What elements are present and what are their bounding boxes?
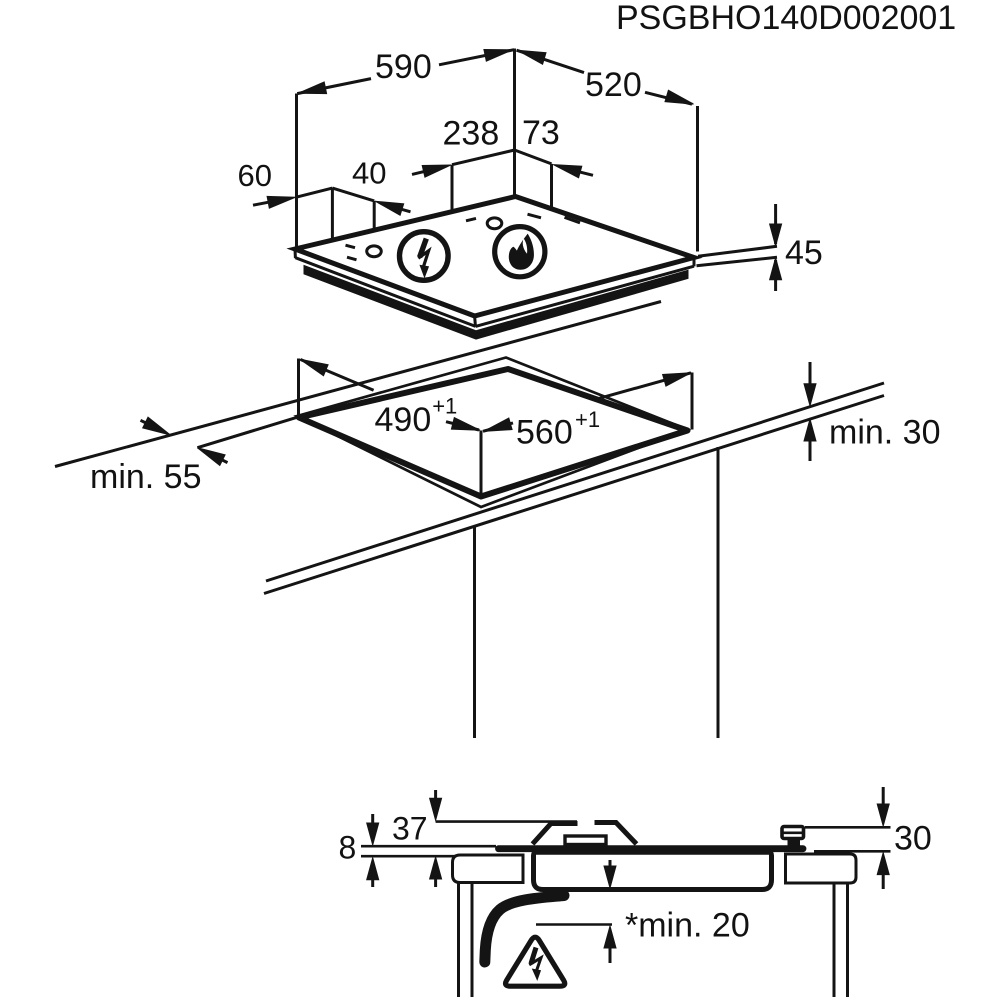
svg-text:min. 30: min. 30 bbox=[829, 414, 941, 452]
svg-text:37: 37 bbox=[392, 811, 428, 847]
svg-text:520: 520 bbox=[585, 66, 642, 104]
svg-text:490: 490 bbox=[375, 401, 432, 439]
svg-text:560: 560 bbox=[516, 413, 573, 451]
svg-text:+1: +1 bbox=[432, 393, 457, 418]
svg-text:40: 40 bbox=[352, 156, 386, 191]
svg-text:+1: +1 bbox=[575, 407, 600, 432]
svg-text:min. 55: min. 55 bbox=[90, 458, 202, 496]
svg-text:238: 238 bbox=[443, 115, 500, 153]
svg-text:590: 590 bbox=[375, 48, 432, 86]
svg-text:45: 45 bbox=[785, 234, 823, 272]
svg-text:8: 8 bbox=[339, 830, 357, 866]
svg-text:PSGBHO140D002001: PSGBHO140D002001 bbox=[616, 0, 956, 37]
svg-text:73: 73 bbox=[522, 114, 560, 152]
svg-text:60: 60 bbox=[238, 158, 272, 193]
svg-text:*min. 20: *min. 20 bbox=[625, 907, 750, 945]
svg-text:30: 30 bbox=[894, 820, 932, 858]
